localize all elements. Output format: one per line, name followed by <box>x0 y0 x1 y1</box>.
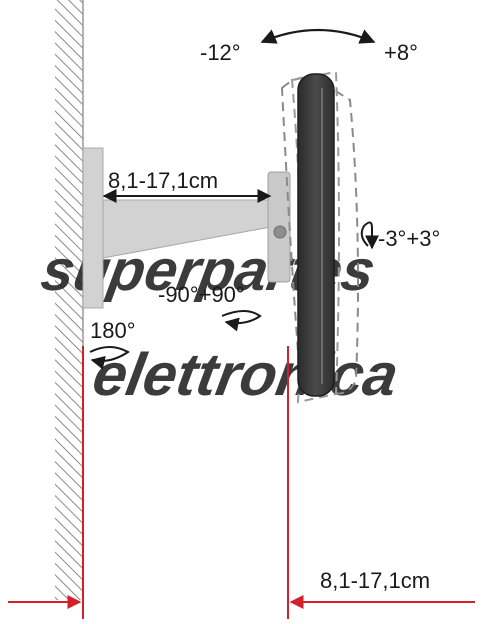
rotate-arrow-icon <box>360 221 379 250</box>
rotate-arrow-icon <box>89 346 130 370</box>
arm-extension-label: 8,1-17,1cm <box>108 168 218 193</box>
pan-label: -90°+90° <box>158 282 245 307</box>
wall <box>55 0 83 600</box>
curved-arrow-icon <box>260 28 376 44</box>
roll-label: -3°+3° <box>378 226 440 251</box>
wall-plate <box>82 147 104 309</box>
tv-screen <box>297 73 335 397</box>
wall-rotation-label: 180° <box>90 318 136 343</box>
tilt-min-label: -12° <box>200 40 241 65</box>
depth-label: 8,1-17,1cm <box>320 568 430 593</box>
watermark-line2: elettronica <box>88 340 403 407</box>
tilt-max-label: +8° <box>384 40 418 65</box>
rotate-arrow-icon <box>221 310 262 332</box>
pivot-knob <box>273 225 287 239</box>
